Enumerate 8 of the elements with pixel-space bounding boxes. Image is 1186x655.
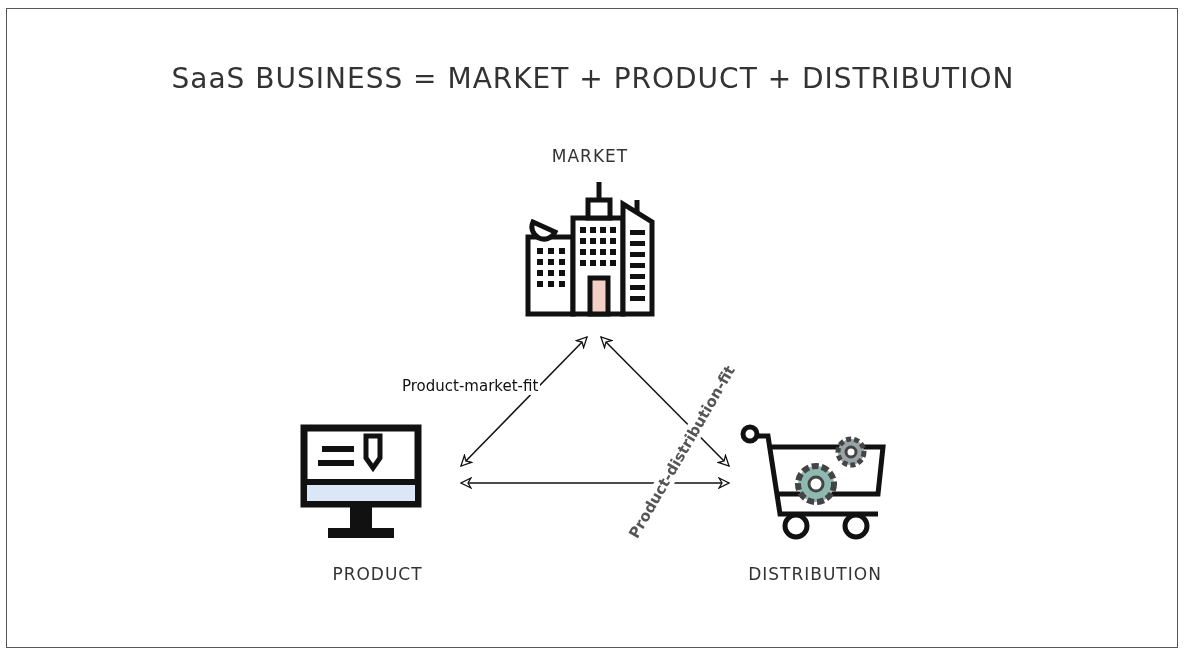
- double-headed-arrow: [460, 336, 588, 467]
- node-label: PRODUCT: [332, 564, 423, 584]
- edge-label: Product-market-fit: [400, 376, 541, 395]
- node-label: MARKET: [551, 146, 629, 166]
- diagram-title: SaaS BUSINESS = MARKET + PRODUCT + DISTRIBUTION: [170, 62, 1016, 95]
- double-headed-arrow: [600, 336, 730, 467]
- node-label: DISTRIBUTION: [748, 564, 882, 584]
- double-headed-arrow: [460, 477, 730, 489]
